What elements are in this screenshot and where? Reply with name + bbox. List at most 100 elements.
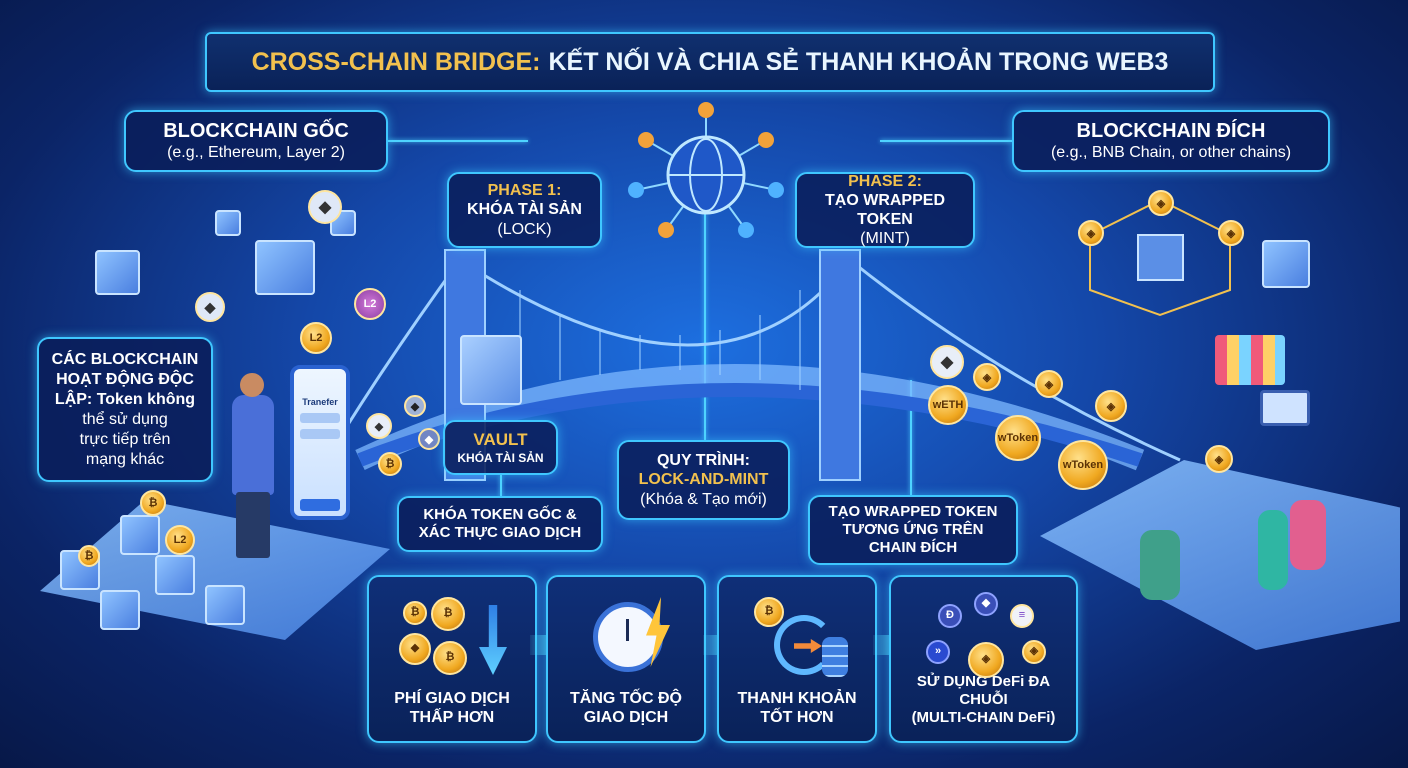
dest-chain-box: BLOCKCHAIN ĐÍCH (e.g., BNB Chain, or oth… [1012,110,1330,172]
l2-coin-icon: L2 [165,525,195,555]
stopwatch-lightning-icon [593,597,670,672]
blockchain-cube-icon [95,250,140,295]
benefit-title: (MULTI-CHAIN DeFi) [911,709,1056,726]
vault-box: VAULT KHÓA TÀI SẢN [443,420,558,475]
independent-line: CÁC BLOCKCHAIN [51,350,199,368]
mint-token-line: TẠO WRAPPED TOKEN [828,503,998,520]
blockchain-cube-icon [205,585,245,625]
weth-coin-icon: wETH [928,385,968,425]
blockchain-cube-icon [155,555,195,595]
l2-label: L2 [363,298,377,310]
person-figure [1140,530,1180,600]
person-figure [1258,510,1288,590]
bnb-coin-icon: ◈ [1205,445,1233,473]
benefit-title: SỬ DỤNG DeFi ĐA CHUỖI [916,673,1051,708]
benefit-card-liquidity: ₿ THANH KHOẢN TỐT HƠN [717,575,877,743]
bnb-coin-icon: ◈ [1148,190,1174,216]
process-box: QUY TRÌNH: LOCK-AND-MINT (Khóa & Tạo mới… [617,440,790,520]
blockchain-cube-icon [1262,240,1310,288]
benefit-card-multichain: ◈ Ð ◆ ≡ » ◈ SỬ DỤNG DeFi ĐA CHUỖI (MULTI… [889,575,1078,743]
wtoken-label: wToken [1062,459,1104,471]
blockchain-cube-icon [100,590,140,630]
page-title: CROSS-CHAIN BRIDGE: KẾT NỐI VÀ CHIA SẺ T… [205,32,1215,92]
connector-line [880,140,1012,142]
coins-down-icon: ₿ ₿ ◆ ₿ [399,597,509,677]
benefit-title: THANH KHOẢN [737,689,857,707]
l2-coin-icon: L2 [354,288,386,320]
lock-token-box: KHÓA TOKEN GỐC & XÁC THỰC GIAO DỊCH [397,496,603,552]
phase2-box: PHASE 2: TẠO WRAPPED TOKEN (MINT) [795,172,975,248]
shop-awning [1215,335,1285,385]
lock-token-line: KHÓA TOKEN GỐC & [423,506,577,523]
independent-line: mạng khác [85,450,165,468]
phase2-subtitle: (MINT) [860,230,910,248]
independent-line: HOẠT ĐỘNG ĐỘC [56,370,194,388]
globe-network-icon [628,102,784,238]
bnb-coin-icon: ◈ [1095,390,1127,422]
blockchain-cube-icon [215,210,241,236]
title-highlight: CROSS-CHAIN BRIDGE: [251,48,541,76]
wtoken-label: wToken [997,432,1039,444]
vault-title: VAULT [473,430,528,450]
mint-token-box: TẠO WRAPPED TOKEN TƯƠNG ỨNG TRÊN CHAIN Đ… [808,495,1018,565]
user-legs [236,492,270,558]
ethereum-coin-icon: ◆ [418,428,440,450]
l2-coin-icon: L2 [300,322,332,354]
vault-safe-icon [460,335,522,405]
l2-label: L2 [173,534,187,546]
independent-line: thể sử dụng [82,410,168,428]
user-head [240,373,264,397]
bnb-coin-icon: ◈ [1078,220,1104,246]
phase2-title: TẠO WRAPPED TOKEN [825,191,945,228]
ethereum-coin-icon: ◆ [195,292,225,322]
liquidity-swap-icon: ₿ [754,597,854,677]
bitcoin-coin-icon: ₿ [78,545,100,567]
connector-line [500,475,502,497]
blockchain-cube-icon [255,240,315,295]
process-title: QUY TRÌNH: [656,452,751,470]
blockchain-cube-icon [120,515,160,555]
laptop-illustration [1260,390,1310,426]
phase1-box: PHASE 1: KHÓA TÀI SẢN (LOCK) [447,172,602,248]
phase2-label: PHASE 2: [848,172,922,190]
benefit-card-speed: TĂNG TỐC ĐỘ GIAO DỊCH [546,575,706,743]
benefit-title: TỐT HƠN [760,708,834,726]
source-chain-subtitle: (e.g., Ethereum, Layer 2) [167,144,345,162]
lock-token-line: XÁC THỰC GIAO DỊCH [418,524,582,541]
bnb-coin-icon: ◈ [1035,370,1063,398]
mint-token-line: TƯƠNG ỨNG TRÊN [842,521,984,538]
bnb-coin-icon: ◈ [973,363,1001,391]
multichain-network-icon: ◈ Ð ◆ ≡ » ◈ [926,592,1046,682]
ethereum-coin-icon: ◆ [308,190,342,224]
process-subtitle: (Khóa & Tạo mới) [640,490,767,508]
phone-transfer-label: Tranefer [302,397,338,407]
wtoken-coin-icon: wToken [995,415,1041,461]
ethereum-coin-icon: ◆ [366,413,392,439]
l2-label: L2 [309,332,323,344]
benefit-title: PHÍ GIAO DỊCH [394,689,510,707]
ethereum-coin-icon: ◆ [404,395,426,417]
bitcoin-coin-icon: ₿ [140,490,166,516]
phase1-subtitle: (LOCK) [497,220,552,238]
benefit-title: TĂNG TỐC ĐỘ [570,689,682,707]
mint-token-line: CHAIN ĐÍCH [868,539,958,556]
process-name: LOCK-AND-MINT [638,471,769,489]
wtoken-coin-icon: wToken [1058,440,1108,490]
independent-chains-box: CÁC BLOCKCHAIN HOẠT ĐỘNG ĐỘC LẬP: Token … [37,337,213,482]
connector-line [388,140,528,142]
independent-line: trực tiếp trên [79,430,171,448]
phase1-label: PHASE 1: [487,182,562,200]
phone-illustration: Tranefer [290,365,350,520]
phone-transfer-button [300,499,340,511]
user-figure [232,395,274,495]
phase1-title: KHÓA TÀI SẢN [467,201,582,219]
weth-label: wETH [932,399,964,411]
benefit-title: GIAO DỊCH [583,708,669,726]
vault-subtitle: KHÓA TÀI SẢN [457,450,544,465]
ethereum-coin-icon: ◆ [930,345,964,379]
benefit-title: THẤP HƠN [409,708,495,726]
dest-chain-subtitle: (e.g., BNB Chain, or other chains) [1050,144,1292,162]
person-figure [1290,500,1326,570]
source-chain-box: BLOCKCHAIN GỐC (e.g., Ethereum, Layer 2) [124,110,388,172]
independent-line: LẬP: Token không [54,390,196,408]
